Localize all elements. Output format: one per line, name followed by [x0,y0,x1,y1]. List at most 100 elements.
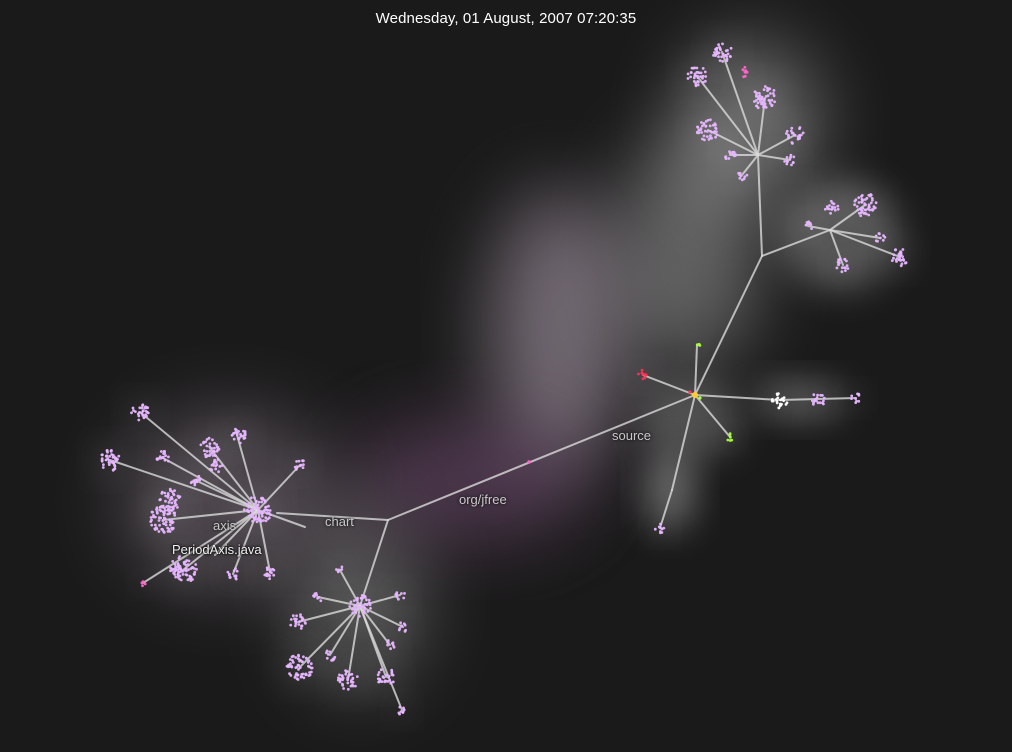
file-node [788,157,792,160]
file-node [348,673,352,676]
file-node [845,264,849,267]
cluster-glow [797,215,819,237]
file-node [195,567,198,571]
file-node [303,621,307,624]
file-node [729,55,732,58]
file-node [199,443,203,447]
file-node [385,673,388,677]
file-node [660,527,664,531]
file-node [260,497,264,500]
file-node [210,447,214,450]
file-node [215,443,219,447]
file-node [294,620,298,624]
file-node [232,437,236,441]
directory-edge [757,154,763,257]
file-node [689,75,692,79]
file-node [742,75,745,79]
file-node [714,135,717,139]
activity-glow [645,450,695,530]
file-node [860,195,863,198]
file-node [358,614,361,618]
file-node [643,376,647,380]
file-node [359,605,363,609]
file-node [743,175,747,179]
file-node [386,643,389,647]
file-node [785,129,789,133]
file-node [253,496,256,500]
file-node [163,458,167,462]
file-node [740,178,744,182]
file-node [351,676,355,680]
file-node [112,461,116,465]
file-node [349,600,353,604]
file-node [853,199,857,203]
file-node [527,460,531,464]
file-node [785,132,788,135]
file-node [901,248,905,251]
file-node [302,463,305,467]
file-node [798,137,801,140]
file-node [706,130,709,133]
file-node [694,81,698,85]
file-node [703,129,707,133]
file-node [377,671,381,674]
cluster-glow [379,634,401,656]
file-node [167,501,171,504]
file-node [290,655,294,659]
file-node [181,569,185,573]
cluster-glow [691,113,725,147]
file-node [325,651,328,655]
file-node [780,402,783,406]
file-node [208,445,212,449]
file-node [715,48,718,52]
file-node [337,676,340,680]
file-node [162,450,166,453]
file-node [169,509,173,512]
cluster-glow [830,252,856,278]
file-node [173,489,177,492]
file-node [154,515,157,519]
file-node [294,624,297,628]
file-node [709,118,712,122]
file-node [239,434,243,438]
cluster-glow [392,616,414,638]
file-node [816,401,820,405]
file-node [718,59,722,62]
file-node [344,672,348,676]
file-node [137,414,141,418]
directory-edge [109,459,259,511]
file-node [881,238,885,242]
file-node [269,513,272,516]
file-node [812,402,815,406]
file-node [235,428,238,432]
file-node [383,679,387,683]
dir-label-org-jfree: org/jfree [459,492,507,507]
directory-edge [387,394,696,521]
file-node [398,627,402,630]
file-node [265,508,269,512]
file-node [348,605,352,608]
file-node [844,269,847,272]
file-node [767,88,771,91]
file-node [159,456,163,460]
file-node [140,406,144,410]
file-node [163,517,167,520]
file-node [202,441,206,445]
file-node [144,405,147,409]
file-node [637,372,640,376]
file-node [835,266,839,270]
file-node [186,578,190,582]
file-node [890,259,894,262]
file-node [790,131,794,135]
file-node [181,573,185,576]
file-node [864,198,867,201]
file-node [107,461,111,464]
file-node [704,124,708,128]
file-node [696,83,700,87]
file-node [295,665,299,669]
file-node [386,680,390,683]
file-node [242,436,246,440]
directory-edge [142,509,259,584]
file-node [111,455,115,459]
